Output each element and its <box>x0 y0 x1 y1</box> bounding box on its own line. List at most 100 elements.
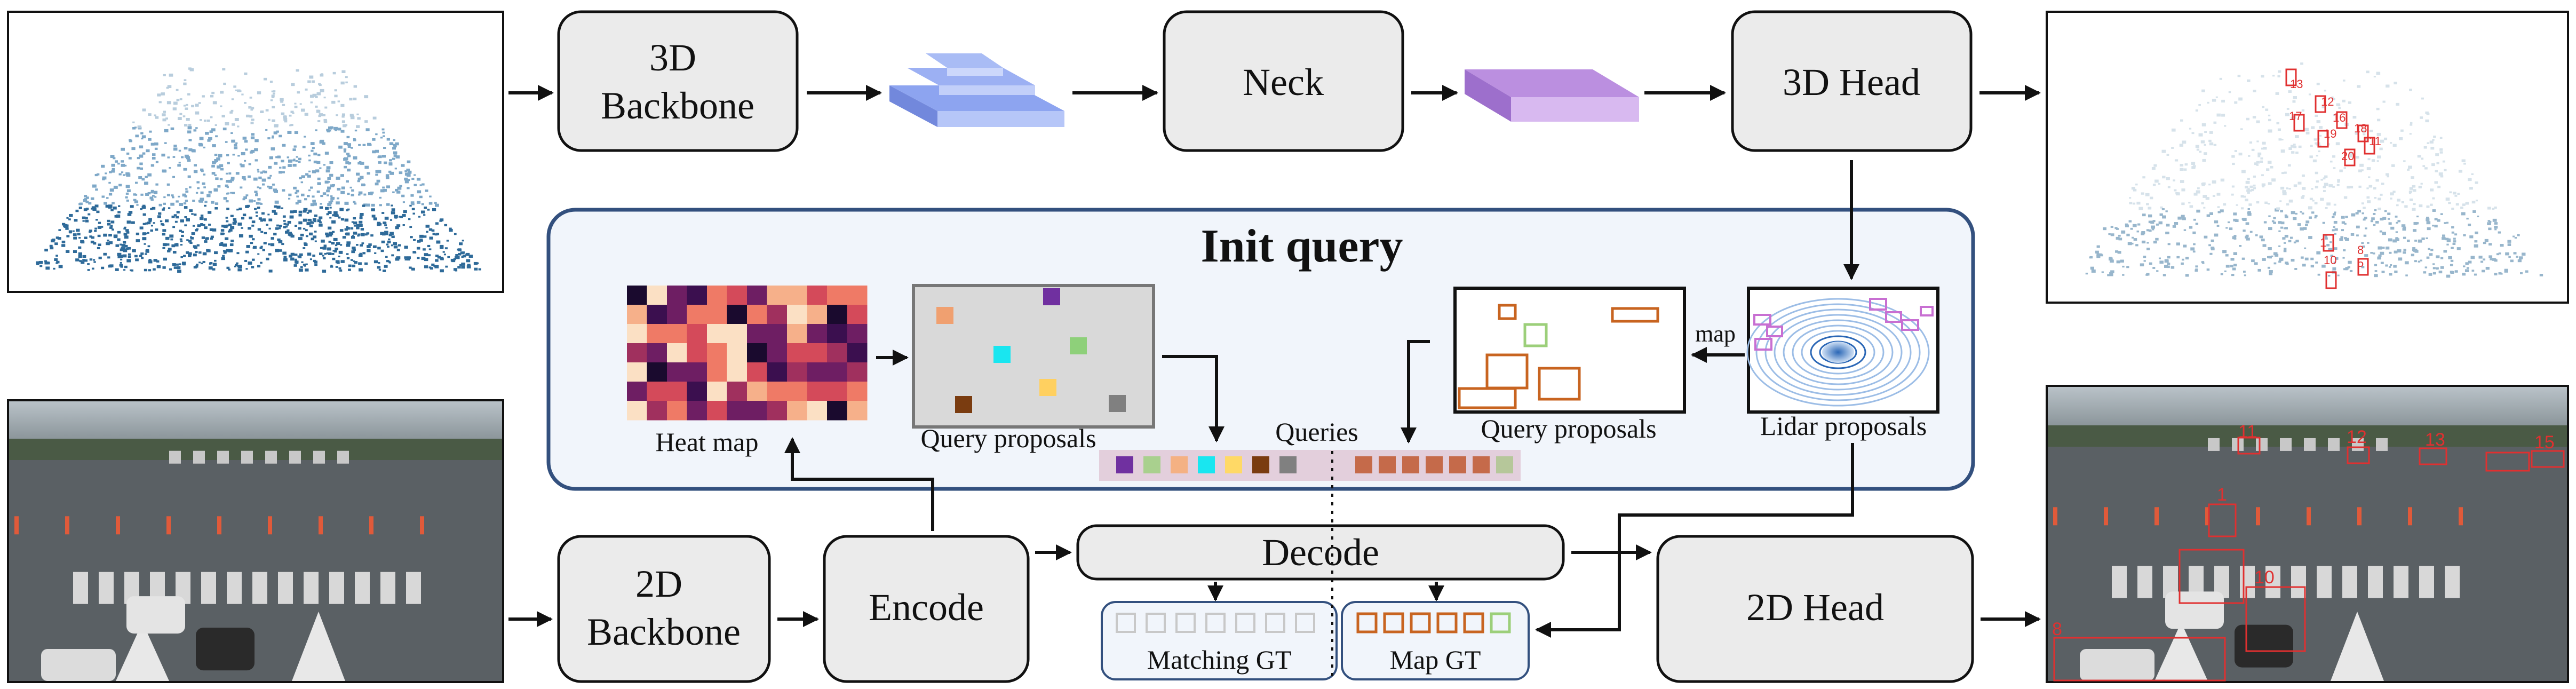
point <box>185 188 188 190</box>
point <box>2270 165 2273 169</box>
point <box>384 224 387 227</box>
point <box>2129 197 2132 199</box>
point <box>2150 196 2153 200</box>
point <box>465 254 468 256</box>
point <box>2323 190 2326 192</box>
point <box>432 233 435 235</box>
point <box>393 139 395 141</box>
det3d-label: 5 <box>2357 256 2364 270</box>
heat-map-cell <box>727 305 748 324</box>
point <box>334 89 337 92</box>
point <box>2363 218 2366 221</box>
point <box>2384 210 2387 212</box>
point <box>2158 221 2162 225</box>
point <box>2103 227 2106 231</box>
point <box>2196 148 2200 151</box>
point <box>2223 203 2227 206</box>
point <box>424 253 428 257</box>
point <box>279 249 282 252</box>
point <box>304 265 306 267</box>
point <box>2328 248 2333 251</box>
point <box>2167 256 2170 259</box>
point <box>287 131 292 134</box>
point <box>2462 203 2466 206</box>
point <box>395 155 400 159</box>
point <box>2225 265 2230 268</box>
point <box>419 184 422 186</box>
point <box>2333 167 2336 169</box>
point <box>150 225 153 227</box>
point <box>2487 220 2491 222</box>
point <box>176 216 179 219</box>
point <box>169 167 171 169</box>
point <box>2380 139 2384 143</box>
point <box>147 232 149 234</box>
point <box>298 256 302 258</box>
traffic-cone <box>217 516 221 535</box>
point <box>2453 240 2456 243</box>
point <box>299 177 302 179</box>
point <box>2278 138 2282 141</box>
point <box>2383 137 2388 140</box>
point <box>90 240 94 244</box>
point <box>2256 140 2259 142</box>
point <box>2231 193 2234 196</box>
point <box>375 133 378 136</box>
point <box>2220 178 2225 182</box>
proposal-square <box>1070 337 1087 354</box>
point <box>345 161 349 164</box>
point <box>319 84 322 86</box>
point <box>453 258 456 260</box>
point <box>2209 142 2214 146</box>
det3d-box <box>2357 124 2369 142</box>
point <box>396 224 401 227</box>
point <box>2154 179 2159 183</box>
point <box>145 193 149 196</box>
point <box>2423 146 2427 149</box>
point <box>223 197 227 200</box>
road-arrow <box>2331 612 2384 681</box>
point <box>346 241 351 245</box>
point <box>2363 207 2366 209</box>
point <box>2294 135 2299 138</box>
point <box>82 259 85 262</box>
point <box>242 137 247 140</box>
point <box>411 178 415 180</box>
point <box>233 220 237 223</box>
heat-map-cell <box>827 382 847 401</box>
point <box>2213 144 2217 146</box>
traffic-cone <box>2053 507 2057 526</box>
point <box>2411 254 2414 257</box>
point <box>2165 210 2168 212</box>
point <box>284 120 288 123</box>
point <box>115 244 120 247</box>
point <box>2171 128 2176 132</box>
point <box>290 252 295 256</box>
point <box>154 147 158 150</box>
point <box>176 263 179 266</box>
point <box>102 178 105 180</box>
point <box>2446 274 2451 278</box>
point <box>378 262 380 264</box>
point <box>150 189 154 193</box>
point <box>2305 131 2310 134</box>
point <box>423 235 427 238</box>
point <box>357 162 361 165</box>
point <box>251 118 255 121</box>
point <box>219 243 224 247</box>
heat-map-cell <box>707 324 727 344</box>
point <box>2162 176 2166 179</box>
point <box>460 251 464 255</box>
point <box>2338 107 2341 109</box>
point <box>267 177 271 179</box>
point <box>267 185 269 188</box>
point <box>2195 223 2199 225</box>
point <box>220 91 224 94</box>
point <box>74 219 78 222</box>
point <box>225 217 228 219</box>
point <box>277 238 281 241</box>
point <box>2374 264 2378 266</box>
point <box>2436 162 2439 164</box>
point <box>250 136 255 140</box>
traffic-cone <box>2307 507 2311 526</box>
